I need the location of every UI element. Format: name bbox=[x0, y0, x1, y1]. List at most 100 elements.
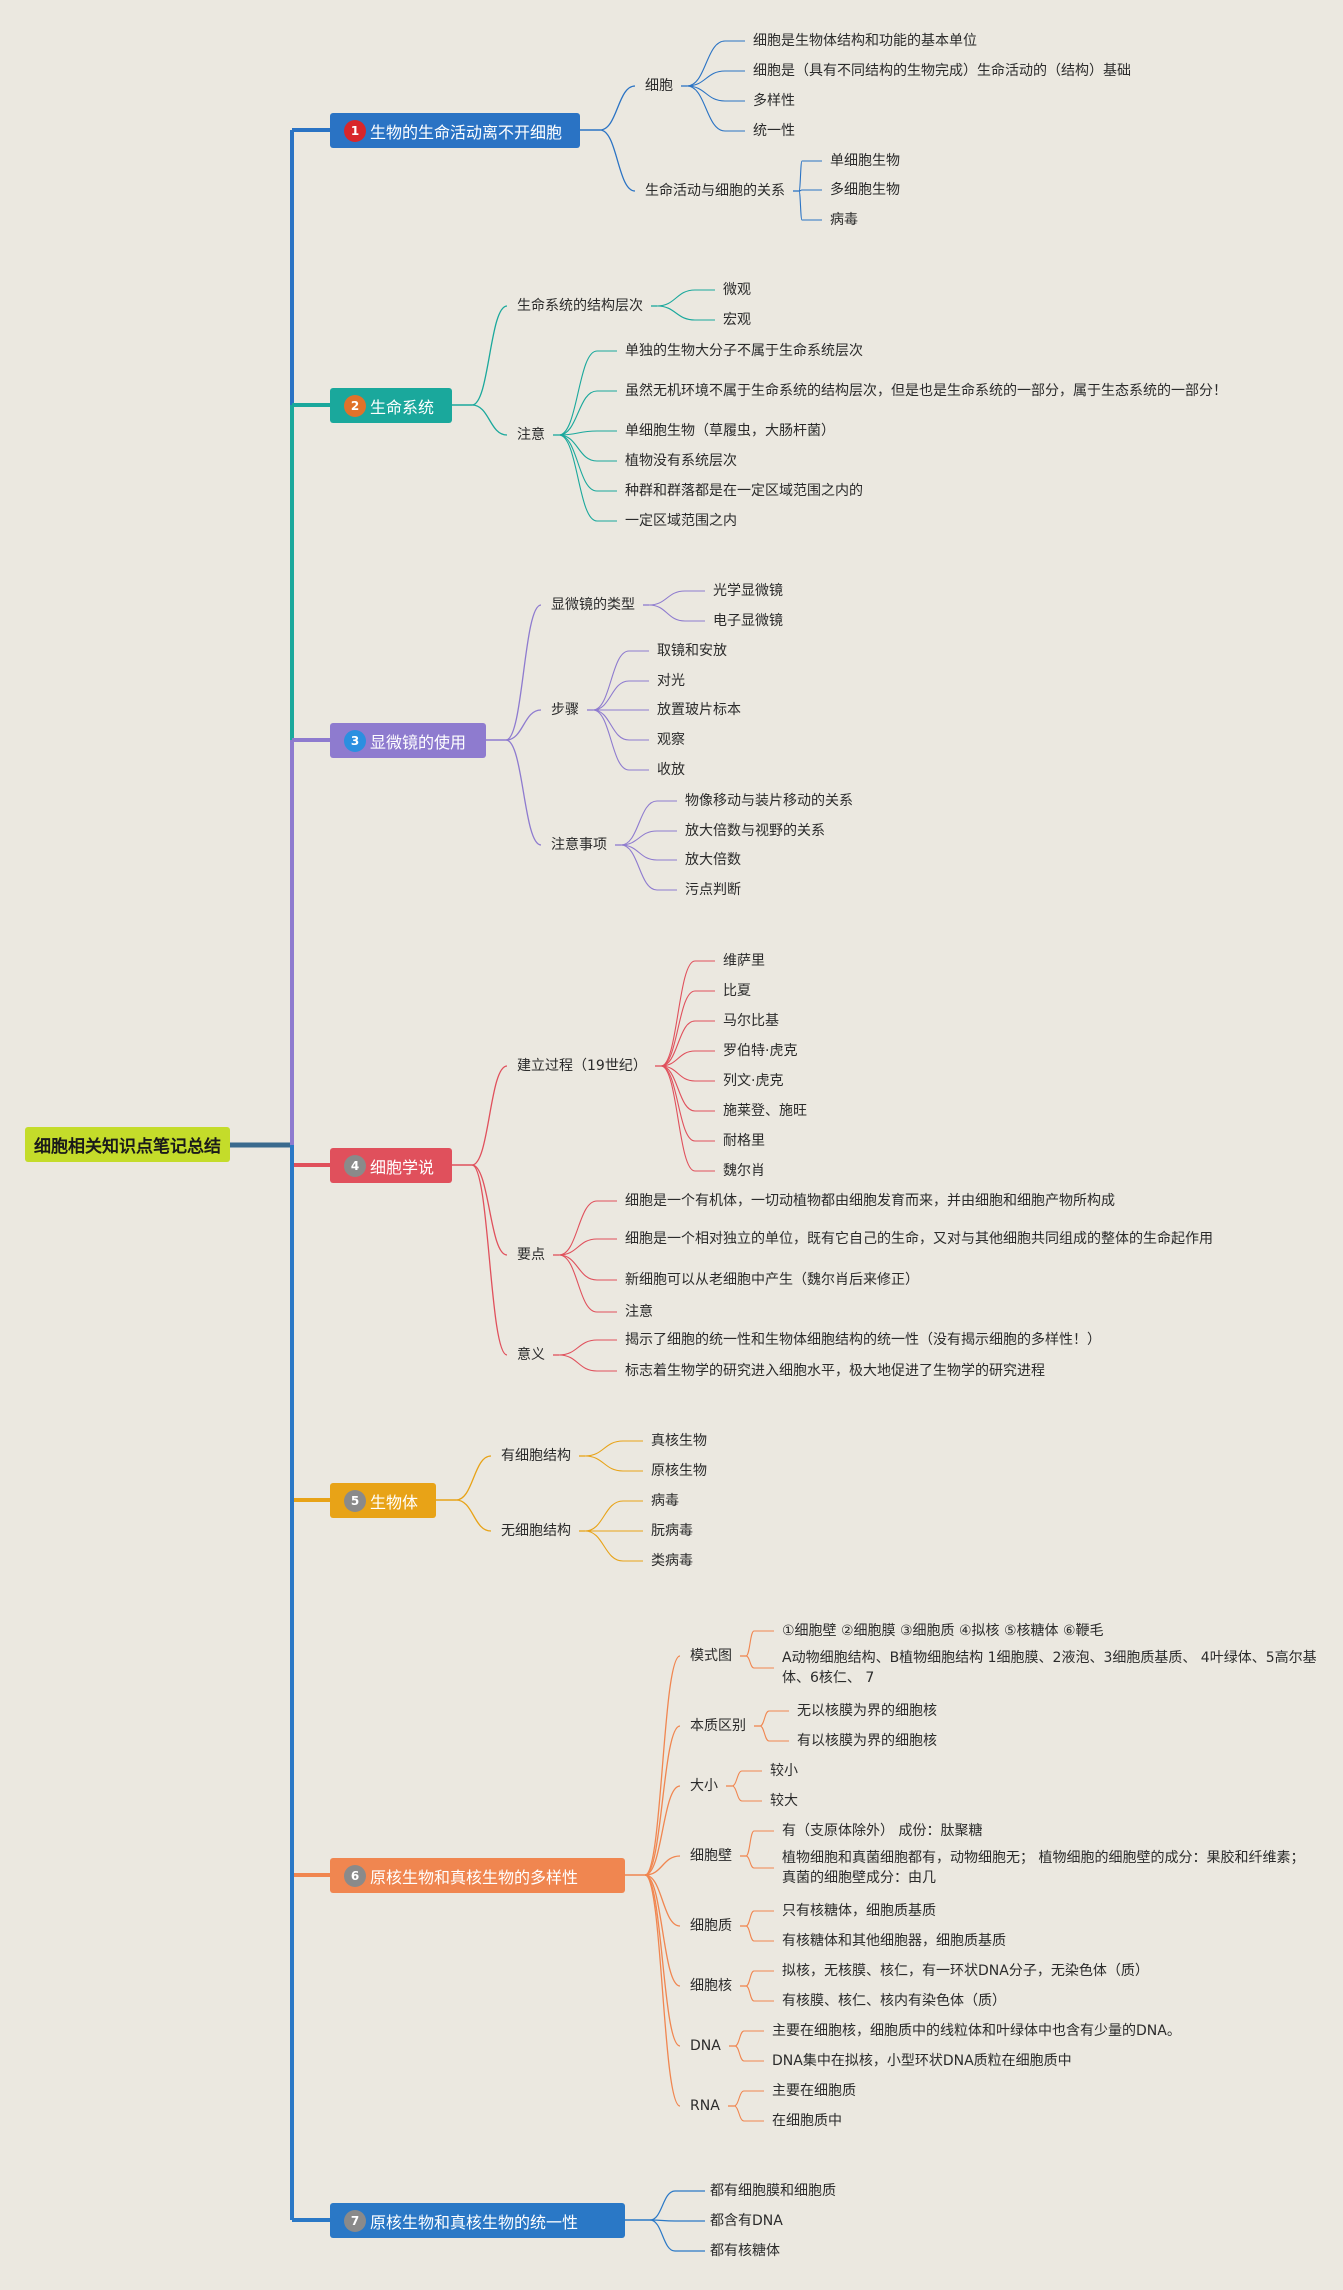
leaf-node[interactable]: 揭示了细胞的统一性和生物体细胞结构的统一性（没有揭示细胞的多样性！） bbox=[625, 1332, 1101, 1348]
leaf-node[interactable]: ①细胞壁 ②细胞膜 ③细胞质 ④拟核 ⑤核糖体 ⑥鞭毛 bbox=[782, 1623, 1104, 1639]
leaf-node[interactable]: 马尔比基 bbox=[723, 1013, 779, 1029]
topic-node[interactable]: 建立过程（19世纪） bbox=[517, 1058, 647, 1074]
leaf-node[interactable]: 拟核，无核膜、核仁，有一环状DNA分子，无染色体（质） bbox=[782, 1963, 1149, 1979]
leaf-node[interactable]: 有核糖体和其他细胞器，细胞质基质 bbox=[782, 1933, 1006, 1949]
leaf-node[interactable]: 只有核糖体，细胞质基质 bbox=[782, 1903, 936, 1919]
leaf-node[interactable]: 观察 bbox=[657, 732, 685, 748]
connector-line bbox=[558, 390, 598, 436]
topic-node[interactable]: 细胞壁 bbox=[690, 1848, 732, 1864]
leaf-node[interactable]: 都有核糖体 bbox=[710, 2243, 780, 2259]
leaf-node[interactable]: 新细胞可以从老细胞中产生（魏尔肖后来修正） bbox=[625, 1272, 919, 1288]
connector-line bbox=[660, 1020, 696, 1067]
leaf-node[interactable]: 无以核膜为界的细胞核 bbox=[797, 1703, 937, 1719]
leaf-node[interactable]: 真核生物 bbox=[651, 1433, 707, 1449]
leaf-node[interactable]: 较小 bbox=[770, 1763, 798, 1779]
leaf-node[interactable]: 较大 bbox=[770, 1793, 798, 1809]
leaf-node[interactable]: 多样性 bbox=[753, 93, 795, 109]
leaf-node[interactable]: 放大倍数与视野的关系 bbox=[685, 823, 825, 839]
leaf-node[interactable]: 细胞是一个有机体，一切动植物都由细胞发育而来，并由细胞和细胞产物所构成 bbox=[625, 1193, 1115, 1209]
topic-node[interactable]: 无细胞结构 bbox=[501, 1523, 571, 1539]
leaf-node[interactable]: 耐格里 bbox=[723, 1133, 765, 1149]
leaf-node[interactable]: 都有细胞膜和细胞质 bbox=[710, 2183, 836, 2199]
topic-node[interactable]: 要点 bbox=[517, 1247, 545, 1263]
leaf-node[interactable]: 种群和群落都是在一定区域范围之内的 bbox=[625, 483, 863, 499]
topic-node[interactable]: 步骤 bbox=[551, 702, 579, 718]
leaf-node[interactable]: 列文·虎克 bbox=[723, 1073, 784, 1089]
leaf-node[interactable]: 多细胞生物 bbox=[830, 182, 900, 198]
leaf-node[interactable]: A动物细胞结构、B植物细胞结构 1细胞膜、2液泡、3细胞质基质、 4叶绿体、5高… bbox=[782, 1650, 1317, 1686]
topic-node[interactable]: 细胞核 bbox=[690, 1978, 732, 1994]
leaf-node[interactable]: 维萨里 bbox=[723, 953, 765, 969]
topic-node[interactable]: 细胞质 bbox=[690, 1918, 732, 1934]
leaf-node[interactable]: 主要在细胞核，细胞质中的线粒体和叶绿体中也含有少量的DNA。 bbox=[772, 2023, 1181, 2039]
leaf-node[interactable]: 虽然无机环境不属于生命系统的结构层次，但是也是生命系统的一部分，属于生态系统的一… bbox=[625, 383, 1227, 399]
topic-node[interactable]: 生命系统的结构层次 bbox=[517, 298, 643, 314]
leaf-node[interactable]: 污点判断 bbox=[685, 882, 741, 898]
leaf-node[interactable]: DNA集中在拟核，小型环状DNA质粒在细胞质中 bbox=[772, 2053, 1072, 2069]
leaf-node[interactable]: 宏观 bbox=[723, 312, 751, 328]
leaf-node[interactable]: 主要在细胞质 bbox=[772, 2083, 856, 2099]
topic-node[interactable]: 注意 bbox=[517, 427, 545, 443]
leaf-node[interactable]: 一定区域范围之内 bbox=[625, 513, 737, 529]
leaf-node[interactable]: 病毒 bbox=[830, 212, 858, 228]
leaf-node[interactable]: 细胞是（具有不同结构的生物完成）生命活动的（结构）基础 bbox=[753, 63, 1131, 79]
connector-line bbox=[649, 2190, 676, 2221]
topic-node[interactable]: DNA bbox=[690, 2038, 721, 2054]
leaf-node[interactable]: 微观 bbox=[723, 282, 751, 298]
leaf-node[interactable]: 统一性 bbox=[753, 123, 795, 139]
leaf-node[interactable]: 光学显微镜 bbox=[713, 583, 783, 599]
topic-node[interactable]: 模式图 bbox=[690, 1648, 732, 1664]
leaf-node[interactable]: 魏尔肖 bbox=[723, 1163, 765, 1179]
leaf-node[interactable]: 细胞是生物体结构和功能的基本单位 bbox=[753, 33, 977, 49]
leaf-node[interactable]: 放大倍数 bbox=[685, 852, 741, 868]
topic-node[interactable]: 细胞 bbox=[645, 78, 673, 94]
leaf-node[interactable]: 有（支原体除外） 成份：肽聚糖 bbox=[782, 1823, 983, 1839]
leaf-node[interactable]: 标志着生物学的研究进入细胞水平，极大地促进了生物学的研究进程 bbox=[625, 1363, 1045, 1379]
leaf-node[interactable]: 放置玻片标本 bbox=[657, 702, 741, 718]
root-node[interactable]: 细胞相关知识点笔记总结 bbox=[25, 1127, 230, 1162]
leaf-node[interactable]: 有核膜、核仁、核内有染色体（质） bbox=[782, 1993, 1006, 2009]
leaf-node[interactable]: 取镜和安放 bbox=[657, 643, 727, 659]
leaf-node[interactable]: 罗伯特·虎克 bbox=[723, 1043, 798, 1059]
leaf-node[interactable]: 原核生物 bbox=[651, 1463, 707, 1479]
topic-node[interactable]: 大小 bbox=[690, 1778, 718, 1794]
leaf-node[interactable]: 朊病毒 bbox=[651, 1523, 693, 1539]
leaf-node[interactable]: 有以核膜为界的细胞核 bbox=[797, 1733, 937, 1749]
leaf-node[interactable]: 对光 bbox=[657, 673, 685, 689]
leaf-node[interactable]: 收放 bbox=[657, 762, 685, 778]
connector-line bbox=[455, 1455, 492, 1501]
connector-line bbox=[656, 289, 696, 307]
leaf-node[interactable]: 植物没有系统层次 bbox=[625, 453, 737, 469]
topic-node[interactable]: 有细胞结构 bbox=[501, 1448, 571, 1464]
topic-node[interactable]: RNA bbox=[690, 2098, 720, 2114]
topic-node[interactable]: 显微镜的类型 bbox=[551, 597, 635, 613]
leaf-node[interactable]: 单独的生物大分子不属于生命系统层次 bbox=[625, 343, 863, 359]
leaf-node[interactable]: 注意 bbox=[625, 1304, 653, 1320]
leaf-node[interactable]: 单细胞生物 bbox=[830, 153, 900, 169]
leaf-node[interactable]: 电子显微镜 bbox=[713, 613, 783, 629]
leaf-node[interactable]: 病毒 bbox=[651, 1493, 679, 1509]
leaf-node[interactable]: 细胞是一个相对独立的单位，既有它自己的生命，又对与其他细胞共同组成的整体的生命起… bbox=[625, 1231, 1213, 1247]
topic-node[interactable]: 注意事项 bbox=[551, 837, 607, 853]
topic-node[interactable]: 生命活动与细胞的关系 bbox=[645, 183, 785, 199]
connector-line bbox=[644, 1785, 681, 1876]
topic-node[interactable]: 意义 bbox=[517, 1347, 545, 1363]
leaf-node[interactable]: 在细胞质中 bbox=[772, 2113, 842, 2129]
leaf-node[interactable]: 都含有DNA bbox=[710, 2213, 783, 2229]
leaf-node[interactable]: 施莱登、施旺 bbox=[723, 1103, 807, 1119]
topic-node[interactable]: 本质区别 bbox=[690, 1718, 746, 1734]
leaf-node[interactable]: 单细胞生物（草履虫，大肠杆菌） bbox=[625, 423, 835, 439]
leaf-node[interactable]: 植物细胞和真菌细胞都有，动物细胞无； 植物细胞的细胞壁的成分：果胶和纤维素； 真… bbox=[782, 1850, 1305, 1886]
number-badge-icon: 5 bbox=[344, 1489, 366, 1512]
leaf-node[interactable]: 类病毒 bbox=[651, 1553, 693, 1569]
leaf-node[interactable]: 比夏 bbox=[723, 983, 751, 999]
leaf-node[interactable]: 物像移动与装片移动的关系 bbox=[685, 793, 853, 809]
